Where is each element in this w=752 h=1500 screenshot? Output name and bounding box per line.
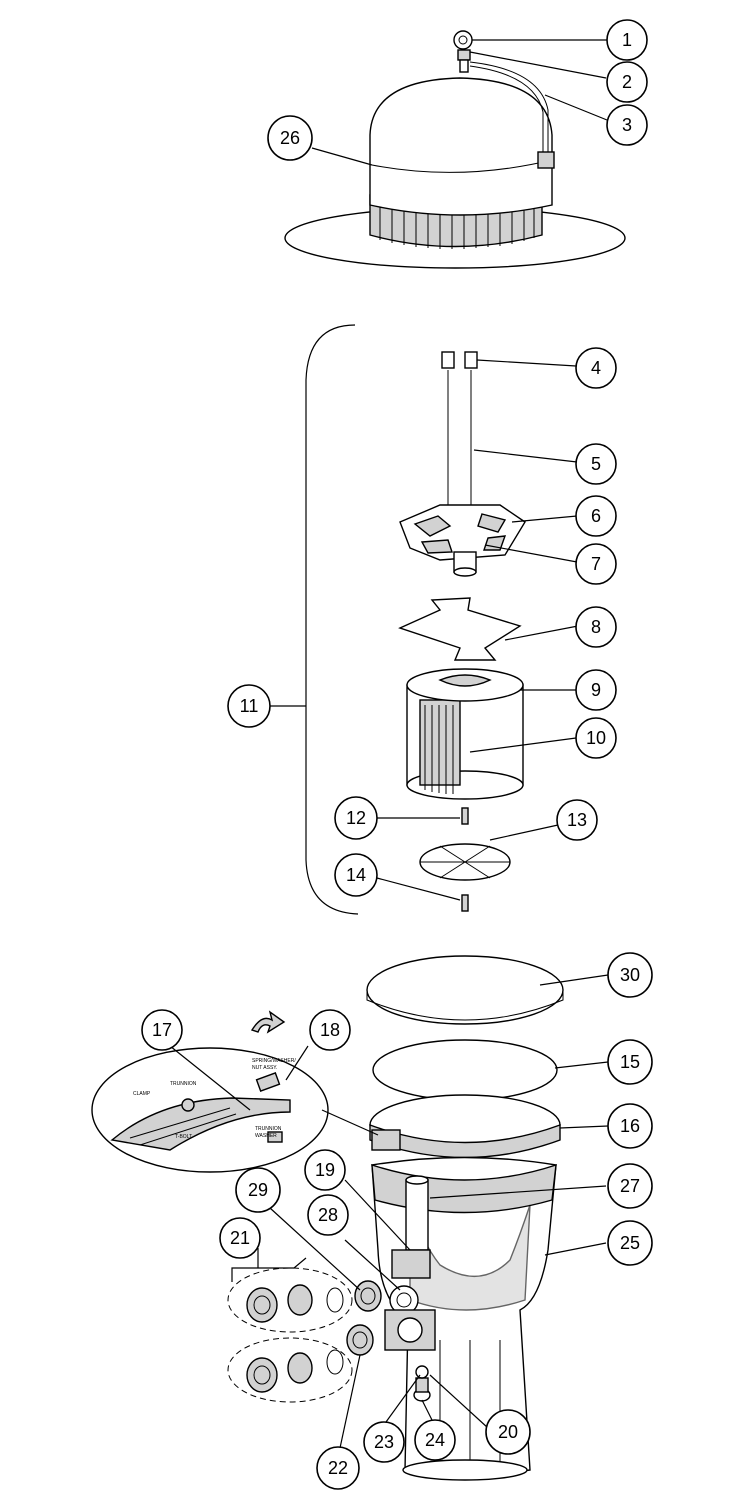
svg-text:16: 16 bbox=[620, 1116, 640, 1136]
leader-lines bbox=[169, 39, 609, 1449]
pressure-gauge-1 bbox=[453, 30, 473, 50]
outlet-pipe-27 bbox=[405, 1175, 429, 1251]
svg-text:28: 28 bbox=[318, 1205, 338, 1225]
port-19 bbox=[391, 1249, 431, 1279]
svg-text:23: 23 bbox=[374, 1432, 394, 1452]
drain-o-ring-23 bbox=[415, 1365, 429, 1379]
svg-text:18: 18 bbox=[320, 1020, 340, 1040]
callout-13: 13 bbox=[556, 799, 598, 841]
callout-26: 26 bbox=[267, 115, 313, 161]
curved-arrow-icon bbox=[250, 1010, 286, 1034]
callout-2: 2 bbox=[606, 61, 648, 103]
svg-text:10: 10 bbox=[586, 728, 606, 748]
tank-lid-26 bbox=[284, 77, 626, 269]
inset-label-t-bolt: T-BOLT bbox=[175, 1134, 192, 1140]
callout-30: 30 bbox=[607, 952, 653, 998]
callout-10: 10 bbox=[575, 717, 617, 759]
gasket-8 bbox=[398, 597, 522, 661]
spacer-14 bbox=[461, 894, 469, 912]
fitting-29 bbox=[354, 1280, 382, 1312]
callout-21: 21 bbox=[219, 1217, 261, 1259]
svg-text:2: 2 bbox=[622, 72, 632, 92]
wing-nuts-4 bbox=[441, 351, 478, 369]
svg-text:6: 6 bbox=[591, 506, 601, 526]
callout-19: 19 bbox=[304, 1149, 346, 1191]
clamp-band-16 bbox=[369, 1094, 561, 1159]
callout-20: 20 bbox=[485, 1409, 531, 1455]
callout-4: 4 bbox=[575, 347, 617, 389]
clamp-detail-inset: CLAMP TRUNNION T-BOLT SPRING/WASHER/ NUT… bbox=[91, 1047, 379, 1173]
callout-25: 25 bbox=[607, 1220, 653, 1266]
callout-8: 8 bbox=[575, 606, 617, 648]
callout-18: 18 bbox=[309, 1009, 351, 1051]
callout-11: 11 bbox=[227, 684, 271, 728]
svg-text:8: 8 bbox=[591, 617, 601, 637]
svg-text:17: 17 bbox=[152, 1020, 172, 1040]
tie-rods-5 bbox=[447, 370, 472, 512]
lower-port-20 bbox=[384, 1309, 436, 1351]
svg-text:29: 29 bbox=[248, 1180, 268, 1200]
union-fittings-21 bbox=[227, 1248, 353, 1403]
svg-text:21: 21 bbox=[230, 1228, 250, 1248]
svg-text:12: 12 bbox=[346, 808, 366, 828]
svg-text:15: 15 bbox=[620, 1052, 640, 1072]
svg-text:30: 30 bbox=[620, 965, 640, 985]
drain-plug-24 bbox=[413, 1377, 431, 1402]
assembly-bracket bbox=[305, 324, 359, 915]
svg-text:7: 7 bbox=[591, 554, 601, 574]
callout-6: 6 bbox=[575, 495, 617, 537]
callout-28: 28 bbox=[307, 1194, 349, 1236]
manifold-outlet-7 bbox=[453, 551, 477, 577]
callout-27: 27 bbox=[607, 1163, 653, 1209]
svg-text:5: 5 bbox=[591, 454, 601, 474]
o-ring-15 bbox=[372, 1039, 558, 1101]
svg-text:19: 19 bbox=[315, 1160, 335, 1180]
fitting-22 bbox=[346, 1324, 374, 1356]
svg-text:27: 27 bbox=[620, 1176, 640, 1196]
svg-text:24: 24 bbox=[425, 1430, 445, 1450]
inset-label-clamp: CLAMP bbox=[133, 1091, 151, 1097]
inset-label-spring-washer: SPRING/WASHER/ bbox=[252, 1058, 296, 1064]
bottom-spider-13 bbox=[419, 843, 511, 881]
callout-24: 24 bbox=[414, 1419, 456, 1461]
callout-7: 7 bbox=[575, 543, 617, 585]
callout-22: 22 bbox=[316, 1446, 360, 1490]
callout-14: 14 bbox=[334, 853, 378, 897]
svg-text:13: 13 bbox=[567, 810, 587, 830]
callout-3: 3 bbox=[606, 104, 648, 146]
svg-text:14: 14 bbox=[346, 865, 366, 885]
inset-label-trunnion-washer: TRUNNION bbox=[255, 1126, 282, 1132]
filter-cartridge-10 bbox=[406, 684, 524, 800]
svg-text:22: 22 bbox=[328, 1458, 348, 1478]
svg-text:11: 11 bbox=[240, 696, 259, 716]
callout-1: 1 bbox=[606, 19, 648, 61]
svg-text:26: 26 bbox=[280, 128, 300, 148]
svg-text:3: 3 bbox=[622, 115, 632, 135]
inset-label-nut-assy: NUT ASSY. bbox=[252, 1065, 277, 1071]
svg-text:20: 20 bbox=[498, 1422, 518, 1442]
svg-text:4: 4 bbox=[591, 358, 601, 378]
adapter-2 bbox=[457, 49, 471, 73]
inset-label-washer: WASHER bbox=[255, 1133, 277, 1139]
callout-9: 9 bbox=[575, 669, 617, 711]
callout-5: 5 bbox=[575, 443, 617, 485]
o-ring-30 bbox=[366, 955, 564, 1025]
spacer-12 bbox=[461, 807, 469, 825]
svg-text:9: 9 bbox=[591, 680, 601, 700]
callout-16: 16 bbox=[607, 1103, 653, 1149]
callout-15: 15 bbox=[607, 1039, 653, 1085]
svg-text:1: 1 bbox=[622, 30, 632, 50]
svg-text:25: 25 bbox=[620, 1233, 640, 1253]
callout-12: 12 bbox=[334, 796, 378, 840]
callout-29: 29 bbox=[235, 1167, 281, 1213]
callout-23: 23 bbox=[363, 1421, 405, 1463]
manifold-6 bbox=[399, 504, 526, 561]
cartridge-top-9 bbox=[406, 668, 524, 702]
callout-17: 17 bbox=[141, 1009, 183, 1051]
inset-label-trunnion: TRUNNION bbox=[170, 1081, 197, 1087]
air-relief-tube-3 bbox=[469, 61, 555, 169]
